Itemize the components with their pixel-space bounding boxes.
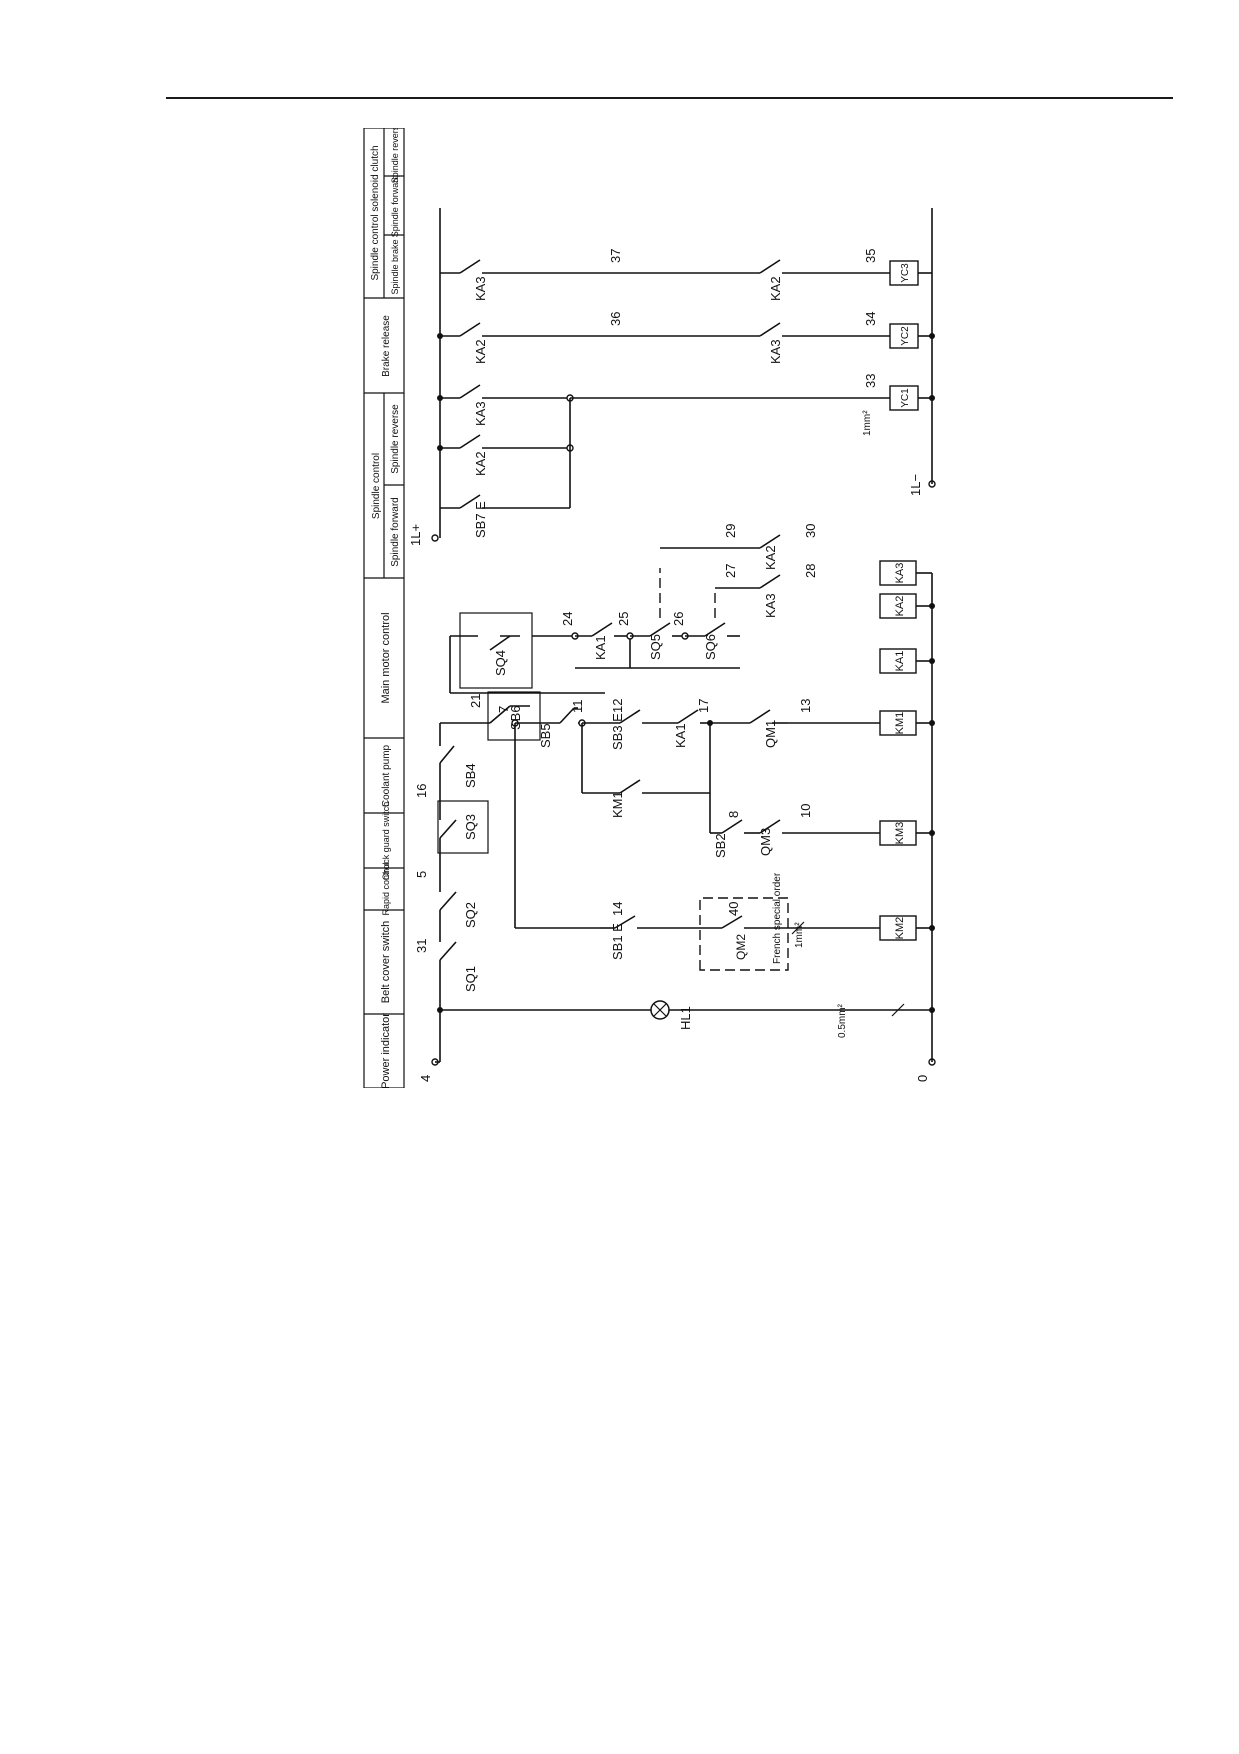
label-ka2-cross: KA2 bbox=[763, 545, 778, 570]
wire-8: 8 bbox=[726, 811, 741, 818]
wire-27: 27 bbox=[723, 564, 738, 578]
coil-ka2-label: KA2 bbox=[894, 596, 906, 617]
coil-km1-label: KM1 bbox=[894, 712, 906, 735]
wire-40: 40 bbox=[726, 902, 741, 916]
header-main-motor: Main motor control bbox=[380, 612, 392, 703]
label-french-special-order: French special order bbox=[772, 872, 783, 964]
label-ka3-cross: KA3 bbox=[763, 593, 778, 618]
label-ka2-brake: KA2 bbox=[473, 451, 488, 476]
terminal-1l-plus: 1L+ bbox=[408, 524, 423, 546]
label-sq6: SQ6 bbox=[703, 634, 718, 660]
wire-14: 14 bbox=[610, 902, 625, 916]
header-clutch-brake: Spindle brake bbox=[390, 239, 400, 294]
coolant-branch: KM1 SB2 8 QM3 10 bbox=[581, 723, 898, 858]
coil-ka1-label: KA1 bbox=[894, 651, 906, 672]
wire-11: 11 bbox=[570, 700, 585, 714]
electrical-schematic: Power indicator Belt cover switch Rapid … bbox=[360, 128, 1010, 1088]
label-sb3: SB3 E bbox=[610, 713, 625, 750]
header-brake-release: Brake release bbox=[381, 315, 392, 377]
label-sb7: SB7 E bbox=[473, 501, 488, 538]
label-ka1-contact: KA1 bbox=[593, 635, 608, 660]
wire-12: 12 bbox=[610, 699, 625, 713]
header-solenoid-clutch: Spindle control solenoid clutch bbox=[370, 145, 381, 280]
schematic-svg: Power indicator Belt cover switch Rapid … bbox=[363, 128, 936, 1088]
label-ka3-fwd: KA3 bbox=[768, 339, 783, 364]
label-hl1: HL1 bbox=[678, 1006, 693, 1030]
label-sq3: SQ3 bbox=[463, 814, 478, 840]
terminals: 4 0 1L+ 1L− bbox=[408, 474, 936, 1082]
header-chuck-guard: Chuck guard switch bbox=[381, 802, 391, 881]
wire-21: 21 bbox=[468, 694, 483, 708]
coil-yc1-label: YC1 bbox=[900, 388, 911, 408]
page-top-rule bbox=[166, 97, 1173, 99]
header-belt-cover: Belt cover switch bbox=[380, 921, 392, 1004]
wire-35: 35 bbox=[863, 249, 878, 263]
wire-size-ac: 0.5mm² bbox=[837, 1003, 848, 1038]
wire-30: 30 bbox=[803, 524, 818, 538]
rapid-branch: SB1 E 14 QM2 French special order 40 1mm… bbox=[514, 723, 898, 971]
header-spindle-control: Spindle control bbox=[371, 453, 382, 519]
wire-16: 16 bbox=[414, 784, 429, 798]
label-sq5: SQ5 bbox=[648, 634, 663, 660]
label-ka2-fwd: KA2 bbox=[473, 339, 488, 364]
wire-13: 13 bbox=[798, 699, 813, 713]
label-sq4: SQ4 bbox=[493, 650, 508, 676]
wire-36: 36 bbox=[608, 312, 623, 326]
label-sb4: SB4 bbox=[463, 763, 478, 788]
label-ka3-brake: KA3 bbox=[473, 401, 488, 426]
coil-km2-label: KM2 bbox=[894, 917, 906, 940]
wire-10: 10 bbox=[798, 804, 813, 818]
coil-km3-label: KM3 bbox=[894, 822, 906, 845]
label-sb5: SB5 bbox=[538, 723, 553, 748]
wire-size-km2: 1mm² bbox=[794, 922, 805, 948]
wire-34: 34 bbox=[863, 312, 878, 326]
coil-ka3-label: KA3 bbox=[894, 563, 906, 584]
header-clutch-forward: Spindle forward bbox=[390, 175, 400, 238]
wire-28: 28 bbox=[803, 564, 818, 578]
header-spindle-forward: Spindle forward bbox=[390, 497, 401, 566]
label-sb1: SB1 E bbox=[610, 923, 625, 960]
main-motor-branch: 7 SB5 11 SB3 E 12 KA1 17 QM1 13 bbox=[496, 699, 898, 750]
terminal-0: 0 bbox=[915, 1075, 930, 1082]
wire-17: 17 bbox=[696, 699, 711, 713]
header-table: Power indicator Belt cover switch Rapid … bbox=[363, 128, 405, 1088]
wire-26: 26 bbox=[671, 612, 686, 626]
header-rapid-control: Rapid control bbox=[381, 862, 391, 915]
wire-37: 37 bbox=[608, 249, 623, 263]
wire-24: 24 bbox=[560, 612, 575, 626]
wire-size-dc: 1mm² bbox=[862, 410, 873, 436]
label-km1-contact: KM1 bbox=[610, 791, 625, 818]
wire-25: 25 bbox=[616, 612, 631, 626]
rails bbox=[435, 208, 933, 1063]
header-clutch-reverse: Spindle reverse bbox=[390, 128, 400, 183]
label-sb2: SB2 bbox=[713, 833, 728, 858]
safety-chain: SQ1 31 SQ2 5 SQ3 16 SB4 SB6 21 bbox=[414, 691, 541, 1010]
label-qm2: QM2 bbox=[734, 934, 748, 960]
wire-29: 29 bbox=[723, 524, 738, 538]
wire-7: 7 bbox=[496, 706, 511, 713]
label-ka1-nc: KA1 bbox=[673, 723, 688, 748]
branch-power-indicator: HL1 0.5mm² bbox=[437, 1000, 935, 1038]
header-coolant-pump: Coolant pump bbox=[381, 744, 392, 807]
wire-31: 31 bbox=[414, 939, 429, 953]
label-sq2: SQ2 bbox=[463, 902, 478, 928]
header-power-indicator: Power indicator bbox=[380, 1013, 392, 1088]
spindle-control-branch: SQ4 24 KA1 25 SQ5 26 SQ6 bbox=[449, 524, 818, 694]
label-ka3-rev: KA3 bbox=[473, 276, 488, 301]
clutch-branch: SB7 E KA2 KA3 33 1mm² KA2 36 KA3 34 bbox=[437, 249, 935, 538]
label-sq1: SQ1 bbox=[463, 966, 478, 992]
ac-coils: KM2 KM3 KM1 KA1 KA2 KA3 bbox=[879, 560, 935, 941]
label-ka2-rev: KA2 bbox=[768, 276, 783, 301]
coil-yc2-label: YC2 bbox=[900, 326, 911, 346]
coil-yc3-label: YC3 bbox=[900, 263, 911, 283]
label-qm3: QM3 bbox=[758, 828, 773, 856]
terminal-4: 4 bbox=[418, 1075, 433, 1082]
label-qm1: QM1 bbox=[763, 720, 778, 748]
wire-5: 5 bbox=[414, 871, 429, 878]
header-spindle-reverse: Spindle reverse bbox=[390, 404, 401, 474]
terminal-1l-minus: 1L− bbox=[908, 474, 923, 496]
wire-33: 33 bbox=[863, 374, 878, 388]
